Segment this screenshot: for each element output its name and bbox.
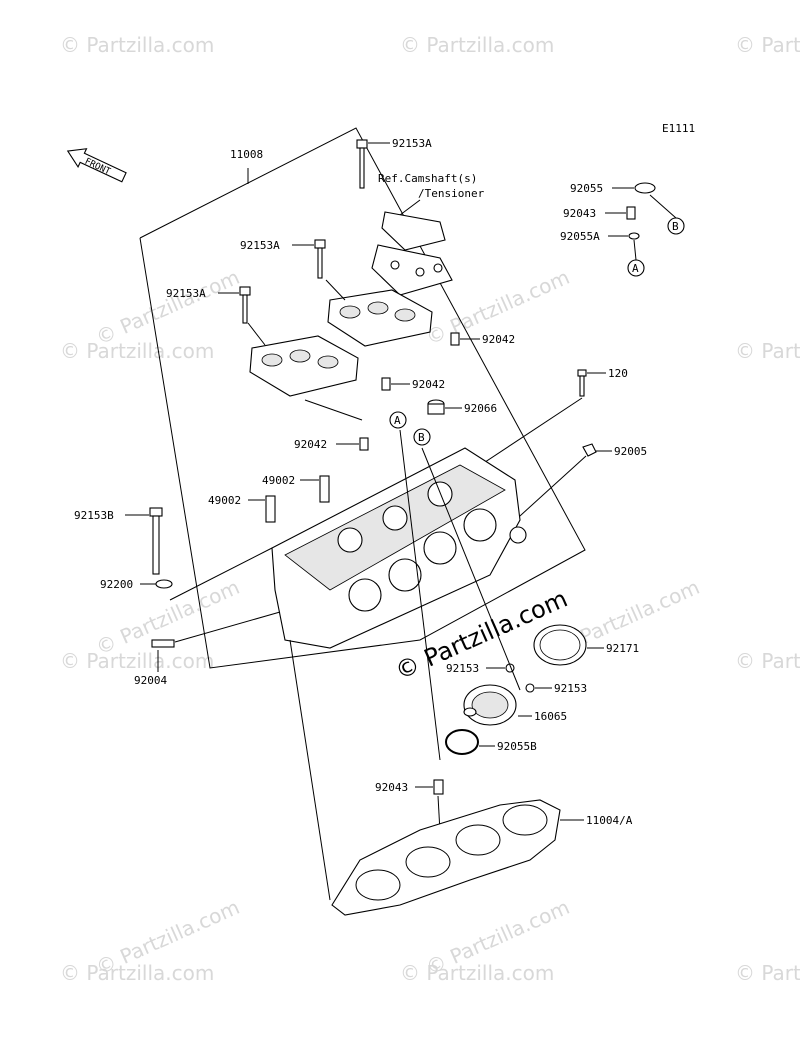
marker-b <box>667 217 685 235</box>
callout-92171: 92171 <box>606 642 639 655</box>
plug-icon <box>427 399 445 415</box>
watermark: © Partzilla.com <box>735 649 800 673</box>
fitting-icon <box>582 443 597 457</box>
dowel-pin-icon <box>626 206 636 220</box>
callout-92055: 92055 <box>570 182 603 195</box>
callout-120: 120 <box>608 367 628 380</box>
callout-92004: 92004 <box>134 674 167 687</box>
watermark: © Partzilla.com <box>400 961 554 985</box>
watermark: © Partzilla.com <box>735 33 800 57</box>
tensioner-bracket <box>371 211 453 296</box>
callout-92153A: 92153A <box>392 137 432 150</box>
callout-49002: 49002 <box>262 474 295 487</box>
o-ring-icon <box>445 729 479 755</box>
callout-92066: 92066 <box>464 402 497 415</box>
washer-icon <box>155 579 173 589</box>
watermark: © Partzilla.com <box>735 339 800 363</box>
ref-note-line1: Ref.Camshaft(s) <box>378 172 477 185</box>
watermark: © Partzilla.com <box>60 33 214 57</box>
callout-92042: 92042 <box>482 333 515 346</box>
bolt-icon <box>239 286 251 324</box>
dowel-pin-icon <box>450 332 460 346</box>
ref-note-line2: /Tensioner <box>418 187 485 200</box>
callout-49002: 49002 <box>208 494 241 507</box>
callout-92153: 92153 <box>446 662 479 675</box>
callout-11004A: 11004/A <box>586 814 633 827</box>
o-ring-icon <box>634 182 656 194</box>
marker-a-label: A <box>394 414 401 427</box>
marker-b <box>413 428 431 446</box>
marker-a-label: A <box>632 262 639 275</box>
watermark: © Partzilla.com <box>400 33 554 57</box>
valve-guide-icon <box>319 475 330 503</box>
callout-92043: 92043 <box>563 207 596 220</box>
callout-11008: 11008 <box>230 148 263 161</box>
o-ring-icon <box>628 232 640 240</box>
callout-92042: 92042 <box>412 378 445 391</box>
watermark: © Partzilla.com <box>92 265 243 350</box>
watermark: © Partzilla.com <box>60 339 214 363</box>
callout-92042: 92042 <box>294 438 327 451</box>
dowel-pin-icon <box>433 779 444 795</box>
marker-b-label: B <box>672 220 679 233</box>
camshaft-cap-lower <box>249 335 359 397</box>
stud-icon <box>151 639 175 648</box>
diagram-code: E1111 <box>662 122 695 135</box>
callout-92153: 92153 <box>554 682 587 695</box>
holder-icon <box>463 684 517 726</box>
callout-92153A: 92153A <box>166 287 206 300</box>
marker-a <box>389 411 407 429</box>
dowel-pin-icon <box>359 437 369 451</box>
bolt-icon <box>314 239 326 279</box>
marker-a <box>627 259 645 277</box>
callout-92005: 92005 <box>614 445 647 458</box>
head-gasket <box>331 799 561 916</box>
dowel-pin-icon <box>381 377 391 391</box>
marker-b-label: B <box>418 431 425 444</box>
watermark: © Partzilla.com <box>60 961 214 985</box>
front-arrow-icon: FRONT <box>66 148 127 183</box>
assembly-frame <box>139 127 586 669</box>
clamp-icon <box>533 624 587 666</box>
watermark: © Partzilla.com <box>735 961 800 985</box>
bolt-icon <box>577 369 587 397</box>
camshaft-cap-upper <box>327 289 433 347</box>
callout-92043: 92043 <box>375 781 408 794</box>
callout-92200: 92200 <box>100 578 133 591</box>
callout-92055A: 92055A <box>560 230 600 243</box>
bolt-icon <box>356 139 368 189</box>
bolt-icon <box>149 507 163 575</box>
callout-92153A: 92153A <box>240 239 280 252</box>
callout-92055B: 92055B <box>497 740 537 753</box>
valve-guide-icon <box>265 495 276 523</box>
screw-icon <box>525 683 535 693</box>
watermark: © Partzilla.com <box>60 649 214 673</box>
cylinder-head <box>271 447 527 649</box>
callout-92153B: 92153B <box>74 509 114 522</box>
callout-16065: 16065 <box>534 710 567 723</box>
